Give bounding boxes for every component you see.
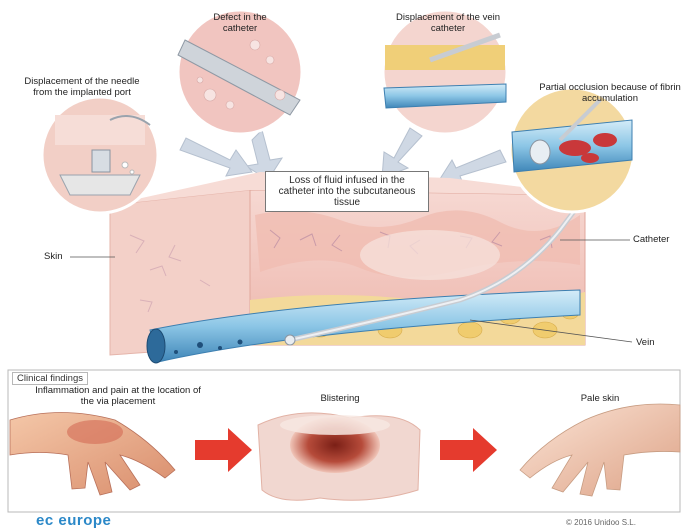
label-displacement-vein: Displacement of the vein catheter — [378, 12, 518, 34]
label-loss-of-fluid: Loss of fluid infused in the catheter in… — [265, 171, 429, 212]
clinical-findings-title: Clinical findings — [12, 372, 88, 385]
arrow-needle — [180, 138, 252, 176]
inset-occlusion — [510, 88, 634, 212]
label-blistering: Blistering — [300, 393, 380, 404]
footer-copyright: © 2016 Unidoo S.L. — [566, 518, 636, 527]
inset-needle — [42, 97, 158, 213]
label-vein: Vein — [636, 337, 655, 348]
label-defect: Defect in the catheter — [195, 12, 285, 34]
label-pale-skin: Pale skin — [560, 393, 640, 404]
hand-pale — [520, 404, 680, 496]
label-displacement-needle: Displacement of the needle from the impl… — [18, 76, 146, 98]
hand-inflamed — [10, 413, 175, 496]
label-catheter: Catheter — [633, 234, 669, 245]
blister-patch — [258, 413, 420, 500]
label-partial-occlusion: Partial occlusion because of fibrin accu… — [535, 82, 685, 104]
label-skin: Skin — [44, 251, 62, 262]
label-inflammation: Inflammation and pain at the location of… — [28, 385, 208, 407]
footer-logo: ec europe — [36, 512, 111, 529]
